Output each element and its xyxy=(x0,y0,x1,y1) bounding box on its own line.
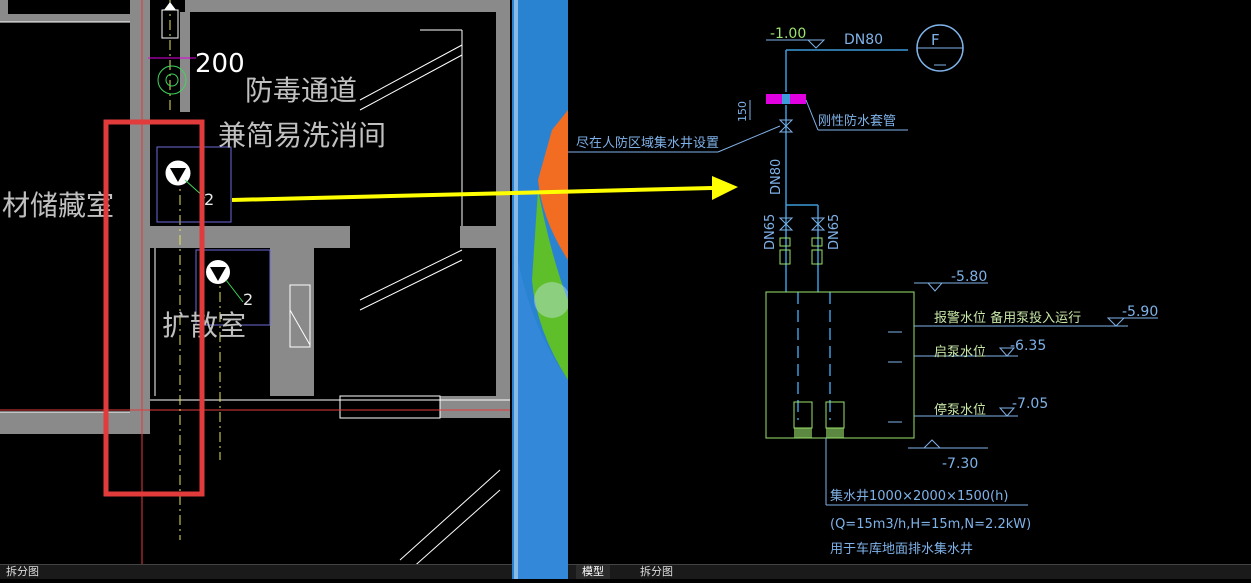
axis-lines xyxy=(0,0,510,579)
dim-150: 150 xyxy=(736,101,749,122)
room-antigas-line2: 兼简易洗消间 xyxy=(218,119,386,152)
pipe-dn65-right: DN65 xyxy=(827,214,842,250)
pump-tag-2: 2 xyxy=(243,290,253,309)
water-levels xyxy=(888,282,1158,449)
fan-label: F xyxy=(931,31,940,49)
sump-pit xyxy=(765,291,915,439)
gate-valve xyxy=(778,119,794,133)
pit-label: 集水井1000×2000×1500(h) xyxy=(830,488,1008,504)
pipe-dashed-lines xyxy=(169,0,221,540)
note-label: 尽在人防区域集水井设置 xyxy=(576,135,719,151)
dn65-valves: DN65 DN65 xyxy=(763,214,842,265)
main-pipe xyxy=(785,49,908,420)
fan-symbol: F xyxy=(916,24,964,72)
left-drawing-canvas[interactable]: 2 2 200 防毒通道 兼简易洗消间 材储藏室 扩散室 xyxy=(0,0,512,579)
left-drawing-pane[interactable]: 2 2 200 防毒通道 兼简易洗消间 材储藏室 扩散室 拆分图 xyxy=(0,0,512,579)
pipe-dn65-left: DN65 xyxy=(763,214,778,250)
waterproof-sleeve: 刚性防水套管 150 xyxy=(736,94,908,131)
alarm-label: 报警水位 备用泵投入运行 xyxy=(934,310,1081,326)
pump-block-1[interactable]: 2 xyxy=(156,146,232,223)
elev-top: -1.00 xyxy=(770,26,806,42)
taskbar-graphic xyxy=(512,0,570,580)
pipe-dn80-vertical: DN80 xyxy=(769,159,784,195)
sleeve-label: 刚性防水套管 xyxy=(818,113,896,129)
right-drawing-pane[interactable]: F -1.00 DN80 刚性防水套管 150 尽在人防区域集水井设置 xyxy=(568,0,1251,579)
pump-block-2[interactable]: 2 xyxy=(195,249,271,326)
elev-635: -6.35 xyxy=(1010,338,1046,354)
elev-top-marker: -1.00 xyxy=(766,26,826,49)
right-tabbar: 模型 拆分图 xyxy=(568,564,1251,579)
tab-split-view-right[interactable]: 拆分图 xyxy=(640,565,673,578)
tab-split-view-left[interactable]: 拆分图 xyxy=(6,565,39,578)
pipe-dn80-top: DN80 xyxy=(844,32,883,48)
room-storage: 材储藏室 xyxy=(2,189,114,222)
room-antigas-line1: 防毒通道 xyxy=(245,74,357,107)
pump-tag-1: 2 xyxy=(204,190,214,209)
elev-590: -5.90 xyxy=(1122,304,1158,320)
elev-730: -7.30 xyxy=(942,456,978,472)
pit-usage: 用于车库地面排水集水井 xyxy=(830,541,973,557)
left-tabbar: 拆分图 xyxy=(0,564,512,579)
note-leader: 尽在人防区域集水井设置 xyxy=(568,125,781,153)
right-drawing-canvas[interactable]: F -1.00 DN80 刚性防水套管 150 尽在人防区域集水井设置 xyxy=(568,0,1251,579)
pump-spec: (Q=15m3/h,H=15m,N=2.2kW) xyxy=(830,517,1031,532)
elev-580: -5.80 xyxy=(951,269,987,285)
stop-label: 停泵水位 xyxy=(934,402,986,418)
tab-model[interactable]: 模型 xyxy=(576,565,610,579)
pumps-in-pit xyxy=(793,401,845,438)
walls xyxy=(0,0,510,434)
dimension-label: 200 xyxy=(195,49,245,79)
highlight-box xyxy=(103,119,205,497)
elev-705: -7.05 xyxy=(1012,396,1048,412)
taskbar-strip xyxy=(512,0,570,580)
start-label: 启泵水位 xyxy=(934,345,986,360)
top-fixture: 200 xyxy=(148,2,245,95)
